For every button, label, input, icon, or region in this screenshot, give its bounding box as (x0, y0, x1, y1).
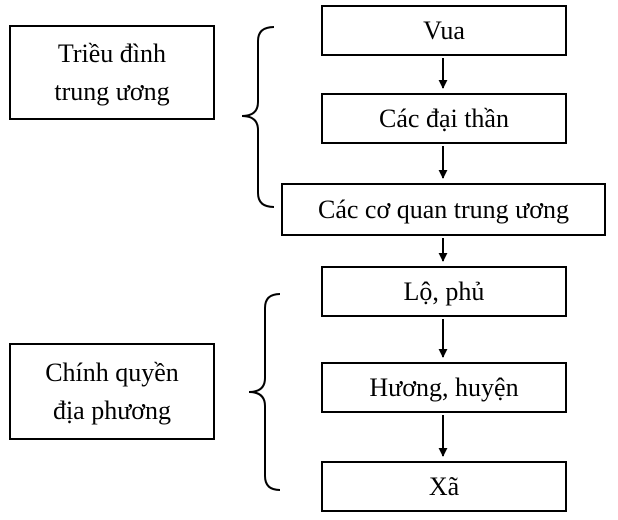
group-local-government-line1: Chính quyền (45, 357, 179, 387)
node-co-quan-trung-uong-label: Các cơ quan trung ương (318, 194, 569, 224)
group-central-court: Triều đình trung ương (9, 25, 215, 120)
group-local-government-line2: địa phương (52, 395, 172, 425)
node-lo-phu: Lộ, phủ (321, 266, 567, 317)
node-co-quan-trung-uong: Các cơ quan trung ương (281, 183, 606, 236)
node-xa: Xã (321, 461, 567, 512)
curly-brace-icon (241, 26, 275, 208)
group-local-government-text: Chính quyền địa phương (45, 354, 179, 430)
curly-brace-icon (248, 293, 281, 491)
node-xa-label: Xã (428, 471, 460, 501)
group-central-court-line1: Triều đình (57, 38, 167, 68)
node-lo-phu-label: Lộ, phủ (403, 276, 485, 306)
group-central-court-line2: trung ương (54, 76, 170, 106)
node-huong-huyen: Hương, huyện (321, 362, 567, 413)
node-huong-huyen-label: Hương, huyện (369, 372, 519, 402)
node-vua: Vua (321, 5, 567, 56)
group-central-court-text: Triều đình trung ương (54, 35, 169, 111)
node-dai-than-label: Các đại thần (379, 103, 509, 133)
node-dai-than: Các đại thần (321, 93, 567, 144)
node-vua-label: Vua (423, 15, 465, 45)
group-local-government: Chính quyền địa phương (9, 343, 215, 440)
